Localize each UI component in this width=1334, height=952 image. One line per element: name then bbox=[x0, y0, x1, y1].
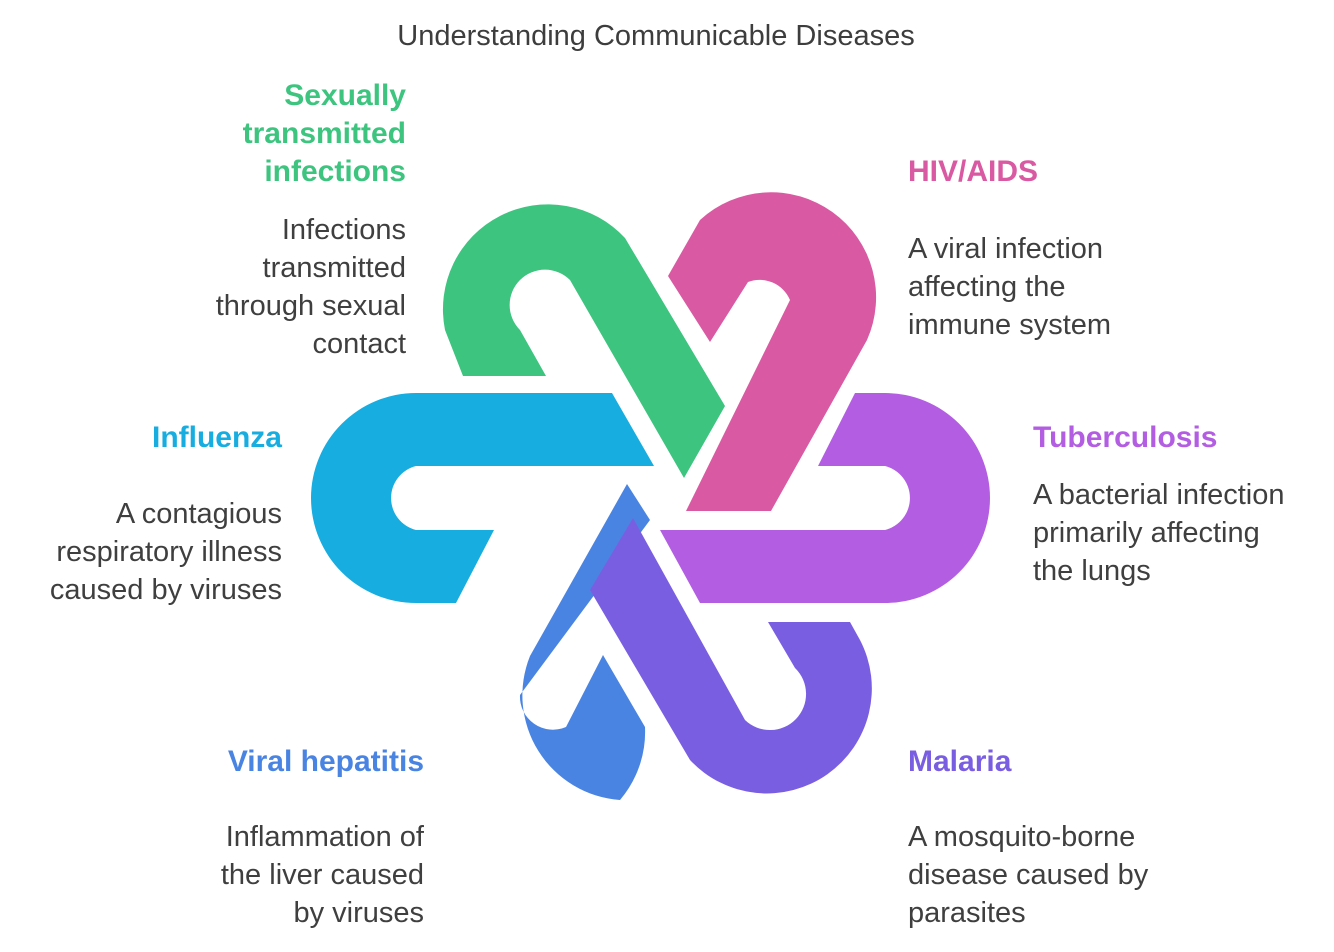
tuberculosis-description: A bacterial infection primarily affectin… bbox=[1033, 476, 1303, 590]
influenza-heading: Influenza bbox=[12, 419, 282, 457]
hepatitis-description: Inflammation of the liver caused by viru… bbox=[184, 818, 424, 932]
malaria-block: Malaria A mosquito-borne disease caused … bbox=[908, 743, 1178, 932]
hiv-description: A viral infection affecting the immune s… bbox=[908, 230, 1158, 344]
hepatitis-block: Viral hepatitis Inflammation of the live… bbox=[184, 743, 424, 932]
sti-heading: Sexually transmitted infections bbox=[166, 77, 406, 191]
hiv-block: HIV/AIDS A viral infection affecting the… bbox=[908, 153, 1158, 344]
tuberculosis-heading: Tuberculosis bbox=[1033, 419, 1303, 457]
influenza-description: A contagious respiratory illness caused … bbox=[12, 495, 282, 609]
tuberculosis-block: Tuberculosis A bacterial infection prima… bbox=[1033, 419, 1303, 590]
influenza-block: Influenza A contagious respiratory illne… bbox=[12, 419, 282, 609]
sti-block: Sexually transmitted infections Infectio… bbox=[166, 77, 406, 363]
hepatitis-heading: Viral hepatitis bbox=[184, 743, 424, 781]
hiv-heading: HIV/AIDS bbox=[908, 153, 1158, 191]
malaria-description: A mosquito-borne disease caused by paras… bbox=[908, 818, 1178, 932]
malaria-heading: Malaria bbox=[908, 743, 1178, 781]
sti-description: Infections transmitted through sexual co… bbox=[166, 211, 406, 363]
